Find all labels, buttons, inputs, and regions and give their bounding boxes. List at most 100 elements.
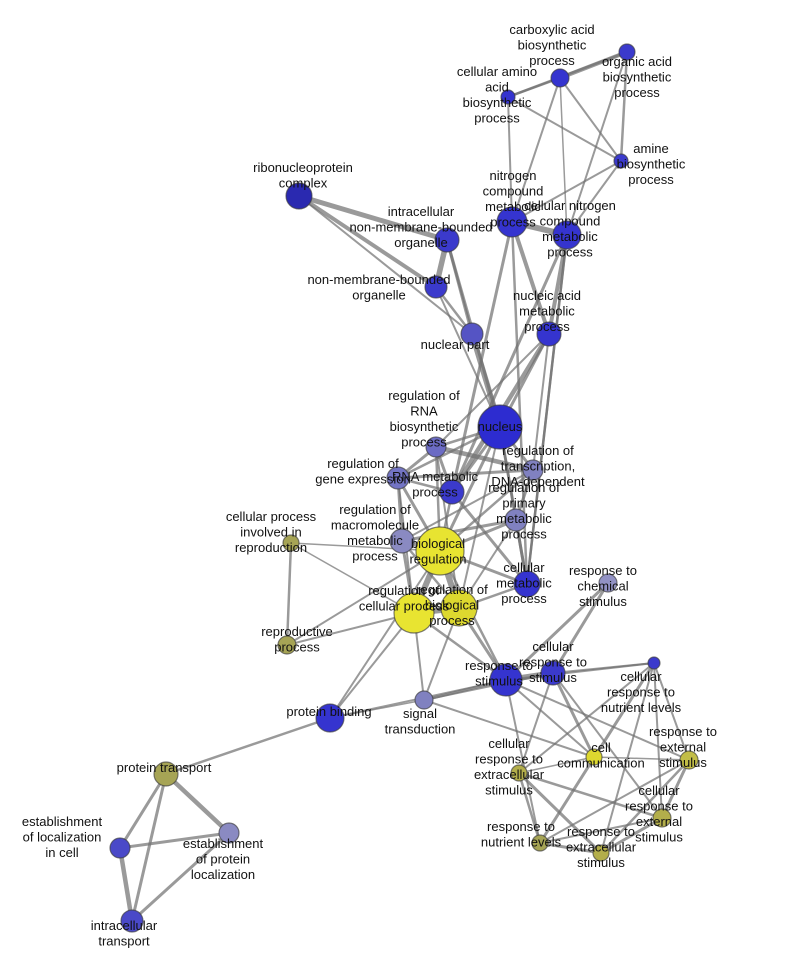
graph-node[interactable] (477, 404, 523, 450)
graph-edge (599, 758, 691, 855)
graph-node[interactable] (550, 68, 570, 88)
graph-edge (525, 233, 569, 586)
graph-node[interactable] (277, 635, 297, 655)
graph-node[interactable] (425, 436, 447, 458)
graph-edge (286, 550, 441, 646)
graph-node[interactable] (393, 592, 435, 634)
graph-node[interactable] (613, 153, 629, 169)
node-label: protein binding (286, 704, 371, 719)
graph-node[interactable] (414, 690, 434, 710)
graph-node[interactable] (282, 534, 300, 552)
graph-node[interactable] (652, 808, 672, 828)
graph-node[interactable] (439, 479, 465, 505)
graph-edge (117, 845, 135, 924)
graph-edge (286, 612, 415, 646)
graph-node[interactable] (415, 526, 465, 576)
graph-node[interactable] (120, 909, 144, 933)
graph-node[interactable] (460, 322, 484, 346)
graph-edge (559, 77, 568, 236)
graph-edge (504, 581, 610, 682)
graph-node[interactable] (531, 834, 549, 852)
graph-edge (653, 662, 690, 761)
graph-edge (552, 672, 663, 819)
graph-node[interactable] (618, 43, 636, 61)
graph-node[interactable] (440, 589, 478, 627)
graph-node[interactable] (592, 844, 610, 862)
graph-edge (298, 195, 473, 335)
graph-node[interactable] (218, 822, 240, 844)
graph-node[interactable] (424, 275, 448, 299)
graph-node[interactable] (647, 656, 661, 670)
nodes-layer (109, 43, 699, 933)
graph-edge (619, 50, 629, 163)
graph-node[interactable] (109, 837, 131, 859)
graph-edge (539, 759, 690, 844)
graph-edge (517, 771, 542, 845)
graph-node[interactable] (522, 459, 544, 481)
graph-node[interactable] (496, 206, 528, 238)
graph-node[interactable] (679, 750, 699, 770)
graph-node[interactable] (500, 89, 516, 105)
graph-node[interactable] (552, 220, 582, 250)
graph-edge (518, 756, 595, 774)
graph-edge (510, 220, 551, 336)
graph-node[interactable] (504, 508, 528, 532)
graph-node[interactable] (285, 182, 313, 210)
graph-node[interactable] (585, 748, 603, 766)
graph-edge (435, 333, 550, 448)
graph-node[interactable] (434, 227, 460, 253)
graph-node[interactable] (536, 321, 562, 347)
graph-node[interactable] (540, 660, 566, 686)
graph-edge (532, 333, 550, 471)
graph-node[interactable] (153, 761, 179, 787)
graph-edge (539, 817, 663, 844)
graph-edge (517, 771, 603, 855)
graph-edge (507, 96, 622, 162)
graph-edge (552, 662, 655, 674)
graph-node[interactable] (315, 703, 345, 733)
graph-edge (396, 468, 535, 480)
graph-edge (517, 771, 664, 820)
graph-edge (518, 662, 655, 774)
graph-edge (118, 772, 168, 850)
graph-edge (450, 233, 569, 494)
graph-edge (507, 96, 513, 223)
graph-edge (118, 831, 231, 850)
graph-edge (511, 160, 622, 223)
graph-node[interactable] (386, 466, 410, 490)
graph-edge (653, 662, 663, 819)
graph-node[interactable] (513, 570, 541, 598)
graph-edge (433, 444, 536, 473)
graph-node[interactable] (598, 573, 618, 593)
graph-node[interactable] (389, 528, 415, 554)
graph-node[interactable] (510, 764, 528, 782)
graph-node[interactable] (489, 663, 523, 697)
graph-edge (450, 490, 529, 586)
